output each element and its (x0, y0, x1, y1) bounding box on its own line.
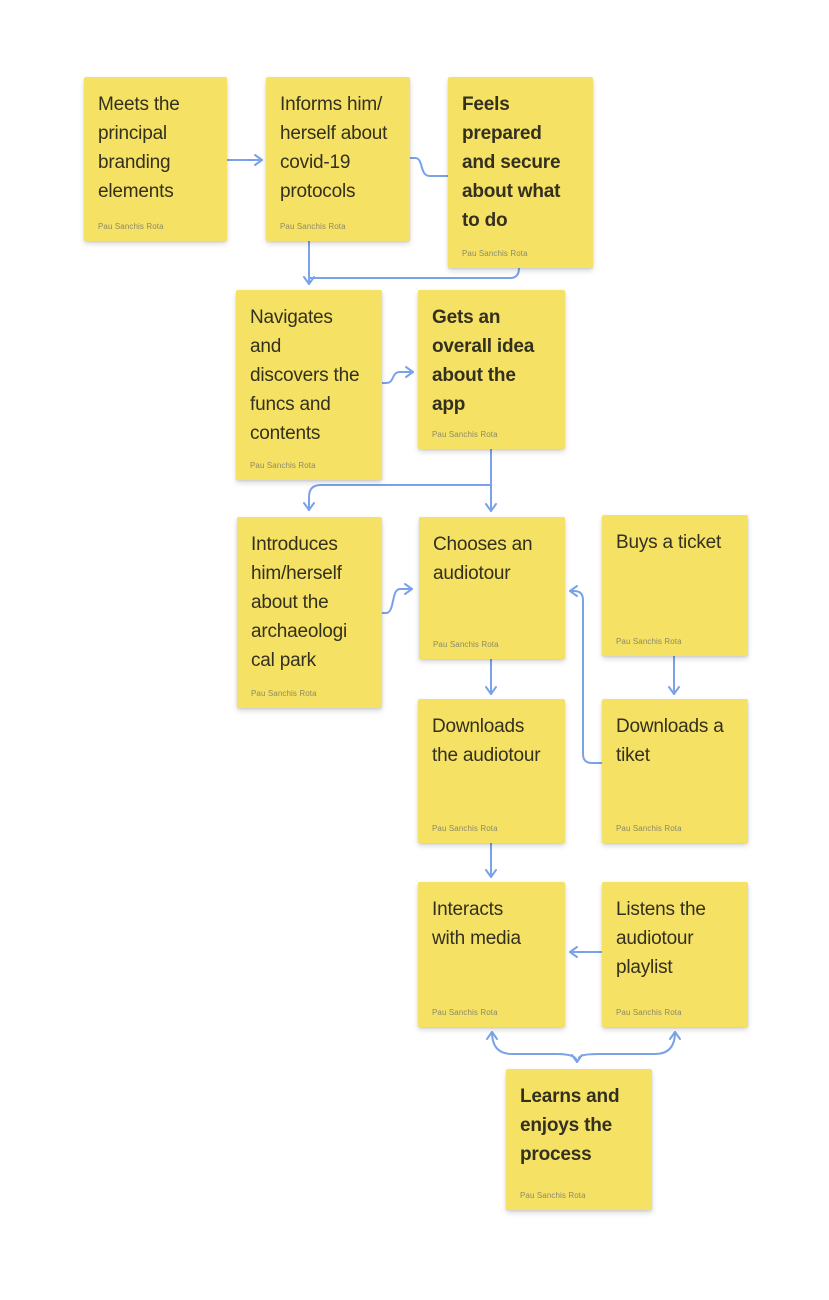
note-author: Pau Sanchis Rota (616, 637, 682, 646)
sticky-note-navigates-discovers[interactable]: Navigates and discovers the funcs and co… (236, 290, 382, 480)
connector-downloads-tiket-to-chooses[interactable] (569, 585, 603, 764)
sticky-note-gets-overall-idea[interactable]: Gets an overall idea about the app Pau S… (418, 290, 565, 449)
sticky-note-chooses-audiotour[interactable]: Chooses an audiotour Pau Sanchis Rota (419, 517, 565, 659)
note-text: Downloads the audiotour (432, 716, 541, 766)
note-text: Downloads a tiket (616, 716, 724, 766)
note-author: Pau Sanchis Rota (433, 640, 499, 649)
sticky-note-introduces-park[interactable]: Introduces him/herself about the archaeo… (237, 517, 382, 708)
sticky-note-feels-prepared[interactable]: Feels prepared and secure about what to … (448, 77, 593, 268)
note-text: Gets an overall idea about the app (432, 307, 535, 415)
connector-gets-idea-to-introduces[interactable] (303, 484, 492, 511)
sticky-note-downloads-tiket[interactable]: Downloads a tiket Pau Sanchis Rota (602, 699, 748, 843)
connector-introduces-to-chooses[interactable] (381, 583, 413, 614)
note-text: Navigates and discovers the funcs and co… (250, 307, 360, 444)
note-text: Interacts with media (432, 899, 521, 949)
note-author: Pau Sanchis Rota (432, 824, 498, 833)
note-text: Informs him/ herself about covid-19 prot… (280, 94, 388, 202)
connector-informs-to-feels[interactable] (409, 157, 449, 177)
connector-listens-learns[interactable] (578, 1031, 681, 1059)
sticky-note-listens-playlist[interactable]: Listens the audiotour playlist Pau Sanch… (602, 882, 748, 1027)
note-author: Pau Sanchis Rota (462, 249, 528, 258)
sticky-note-downloads-audiotour[interactable]: Downloads the audiotour Pau Sanchis Rota (418, 699, 565, 843)
sticky-note-meets-branding[interactable]: Meets the principal branding elements Pa… (84, 77, 227, 241)
note-text: Listens the audiotour playlist (616, 899, 706, 978)
connector-navigates-to-gets-idea[interactable] (381, 366, 414, 384)
note-author: Pau Sanchis Rota (616, 1008, 682, 1017)
note-text: Meets the principal branding elements (98, 94, 180, 202)
sticky-note-informs-covid[interactable]: Informs him/ herself about covid-19 prot… (266, 77, 410, 241)
note-text: Chooses an audiotour (433, 534, 533, 584)
note-author: Pau Sanchis Rota (250, 461, 316, 470)
note-text: Feels prepared and secure about what to … (462, 94, 561, 231)
sticky-note-interacts-media[interactable]: Interacts with media Pau Sanchis Rota (418, 882, 565, 1027)
note-author: Pau Sanchis Rota (98, 222, 164, 231)
connector-interacts-learns[interactable] (486, 1031, 583, 1063)
note-author: Pau Sanchis Rota (432, 1008, 498, 1017)
note-text: Introduces him/herself about the archaeo… (251, 534, 348, 671)
note-text: Buys a ticket (616, 532, 722, 553)
note-author: Pau Sanchis Rota (280, 222, 346, 231)
note-author: Pau Sanchis Rota (251, 689, 317, 698)
note-author: Pau Sanchis Rota (520, 1191, 586, 1200)
sticky-note-learns-enjoys[interactable]: Learns and enjoys the process Pau Sanchi… (506, 1069, 652, 1210)
sticky-note-buys-ticket[interactable]: Buys a ticket Pau Sanchis Rota (602, 515, 748, 656)
connector-feels-branch[interactable] (308, 267, 520, 279)
note-author: Pau Sanchis Rota (432, 430, 498, 439)
note-text: Learns and enjoys the process (520, 1086, 620, 1165)
note-author: Pau Sanchis Rota (616, 824, 682, 833)
